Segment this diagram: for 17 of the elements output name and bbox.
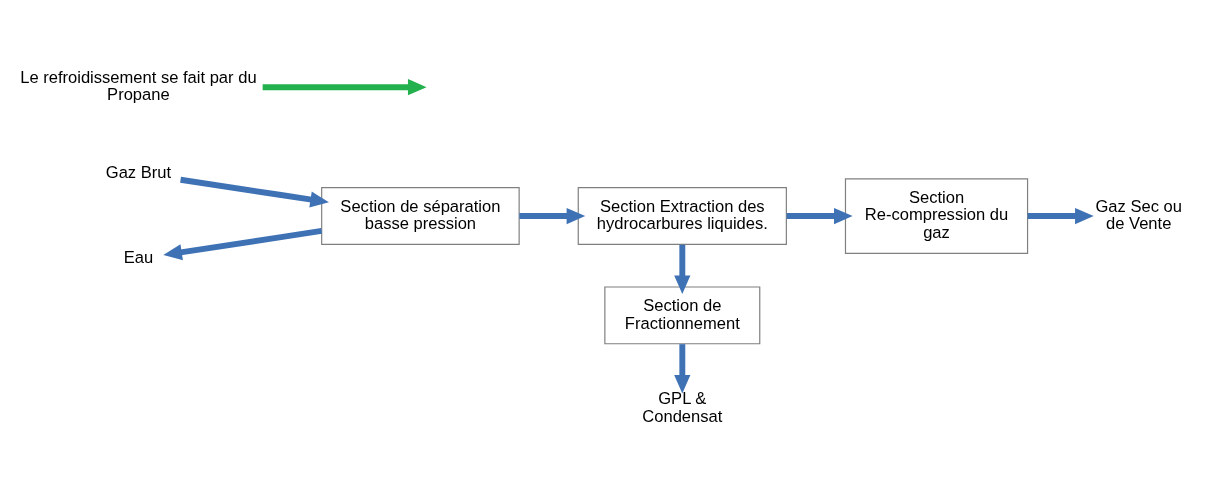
- arrow: [519, 207, 586, 224]
- node-text: Le refroidissement se fait par du Propane: [20, 67, 257, 104]
- node-box: Section de Fractionnement: [604, 285, 761, 344]
- arrow: [674, 343, 691, 394]
- arrow: [262, 78, 427, 95]
- node-text: Gaz Sec ou de Vente: [1095, 196, 1182, 233]
- node-box: Section Re-compression du gaz: [844, 177, 1029, 254]
- arrow: [163, 227, 323, 260]
- arrow: [1027, 207, 1094, 224]
- node-text: Eau: [123, 247, 154, 267]
- node-box: Section de séparation basse pression: [321, 186, 520, 245]
- node-text: Gaz Brut: [105, 162, 172, 182]
- node-text: GPL & Condensat: [642, 388, 723, 426]
- arrow: [786, 207, 853, 224]
- node-box: Section Extraction des hydrocarbures liquides.: [577, 186, 787, 245]
- arrow: [674, 244, 691, 294]
- arrow: [180, 176, 329, 208]
